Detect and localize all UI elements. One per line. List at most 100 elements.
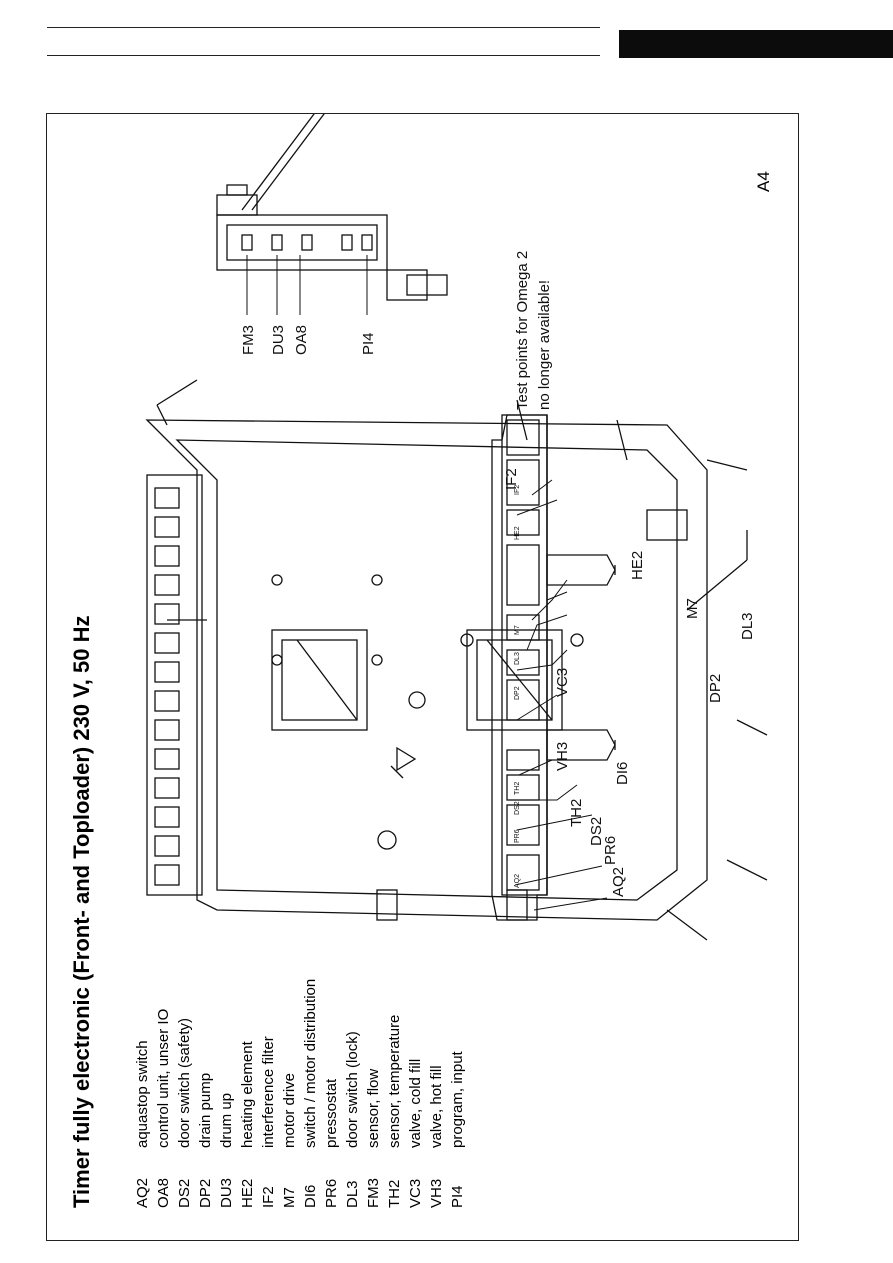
board-module: [506, 774, 540, 801]
legend-description: interference filter: [260, 1036, 277, 1148]
connector-block: [154, 748, 180, 770]
note-line2: no longer available!: [536, 280, 553, 410]
callout-th2: TH2: [568, 799, 585, 827]
connector-block: [154, 661, 180, 683]
board-silkscreen-label: HE2: [514, 526, 521, 540]
board-silkscreen-label: AQ2: [514, 874, 521, 888]
legend-code: VC3: [407, 1179, 424, 1208]
legend-code: PR6: [323, 1179, 340, 1208]
note-line1: Test points for Omega 2: [514, 251, 531, 410]
note-block: Test points for Omega 2 no longer availa…: [514, 251, 553, 410]
board-silkscreen-label: DL3: [514, 652, 521, 665]
legend-description: sensor, flow: [365, 1069, 382, 1148]
board-module: [506, 459, 540, 506]
callout-dp2: DP2: [707, 674, 724, 703]
legend-code: DI6: [302, 1185, 319, 1208]
connector-block: [154, 545, 180, 567]
board-module: [506, 509, 540, 536]
legend-code: DS2: [176, 1179, 193, 1208]
module-perspective-drawing: [145, 379, 768, 941]
board-silkscreen-label: M7: [514, 625, 521, 635]
board-module: [506, 679, 540, 721]
connector-block: [154, 719, 180, 741]
legend-code: DL3: [344, 1180, 361, 1208]
legend-code: AQ2: [134, 1178, 151, 1208]
board-silkscreen-label: DP2: [514, 686, 521, 700]
board-module: [506, 649, 540, 676]
legend-code: TH2: [386, 1180, 403, 1208]
header-rule-top: [47, 27, 600, 28]
connector-block: [154, 603, 180, 625]
board-silkscreen-label: PR6: [514, 829, 521, 843]
rotated-content: Timer fully electronic (Front- and Toplo…: [47, 114, 798, 1240]
legend-description: program, input: [449, 1050, 466, 1148]
callout-pr6: PR6: [602, 836, 619, 865]
page-label: A4: [754, 171, 773, 192]
board-silkscreen-label: TH2: [514, 782, 521, 795]
legend-description: valve, hot fill: [428, 1065, 445, 1148]
legend-description: sensor, temperature: [386, 1015, 403, 1148]
connector-block: [154, 574, 180, 596]
board-silkscreen-label: IF2: [514, 485, 521, 495]
board-callouts: AQ2 PR6 DS2 TH2 DI6 VH3 VC3 DP2 DL3 M7 H…: [503, 468, 756, 897]
board-silkscreen-label: DS2: [514, 801, 521, 815]
board-module: [506, 419, 540, 456]
legend-description: motor drive: [281, 1073, 298, 1148]
legend-description: control unit, unser IO: [155, 1009, 172, 1148]
callout-if2: IF2: [503, 468, 520, 490]
callout-vh3: VH3: [554, 742, 571, 771]
legend-description: door switch (safety): [176, 1018, 193, 1148]
legend-code: DP2: [197, 1179, 214, 1208]
callout-ds2: DS2: [588, 817, 605, 846]
callout-m7: M7: [684, 598, 701, 619]
legend-description: door switch (lock): [344, 1031, 361, 1148]
connector-block: [154, 487, 180, 509]
legend-description: valve, cold fill: [407, 1059, 424, 1148]
legend-description: heating element: [239, 1040, 256, 1148]
callout-vc3: VC3: [554, 668, 571, 697]
board-module: [506, 614, 540, 641]
legend-code: VH3: [428, 1179, 445, 1208]
board-module: [506, 544, 540, 606]
connector-block: [154, 806, 180, 828]
connector-block: [154, 690, 180, 712]
callout-di6: DI6: [614, 762, 631, 785]
callout-he2: HE2: [629, 551, 646, 580]
callout-oa8: OA8: [293, 325, 310, 355]
legend-description: aquastop switch: [134, 1040, 151, 1148]
legend-code: OA8: [155, 1178, 172, 1208]
legend-code: HE2: [239, 1179, 256, 1208]
legend-code: DU3: [218, 1178, 235, 1208]
connector-block: [154, 835, 180, 857]
callout-du3: DU3: [270, 325, 287, 355]
connector-block: [154, 632, 180, 654]
diagram-title: Timer fully electronic (Front- and Toplo…: [69, 615, 94, 1208]
legend-description: switch / motor distribution: [302, 979, 319, 1148]
side-callouts: FM3 DU3 OA8 PI4: [240, 325, 377, 355]
legend-description: pressostat: [323, 1078, 340, 1148]
header-rule-bottom: [47, 55, 600, 56]
legend-code: IF2: [260, 1186, 277, 1208]
legend-code: PI4: [449, 1185, 466, 1208]
board-module: [506, 749, 540, 771]
board-module: [506, 854, 540, 891]
legend-description: drum up: [218, 1093, 235, 1148]
legend-code: M7: [281, 1187, 298, 1208]
connector-block: [154, 777, 180, 799]
board-callout-leaders: [514, 479, 608, 911]
callout-fm3: FM3: [240, 325, 257, 355]
header-black-tab: [619, 30, 893, 58]
callout-pi4: PI4: [360, 332, 377, 355]
side-view-drawing: [216, 114, 448, 301]
connector-block: [154, 864, 180, 886]
side-callout-leaders: [246, 255, 368, 315]
legend-description: drain pump: [197, 1073, 214, 1148]
callout-dl3: DL3: [739, 612, 756, 640]
figure-frame: Timer fully electronic (Front- and Toplo…: [46, 113, 799, 1241]
legend-code: FM3: [365, 1178, 382, 1208]
callout-aq2: AQ2: [610, 867, 627, 897]
board-module: [506, 804, 540, 846]
connector-block: [154, 516, 180, 538]
